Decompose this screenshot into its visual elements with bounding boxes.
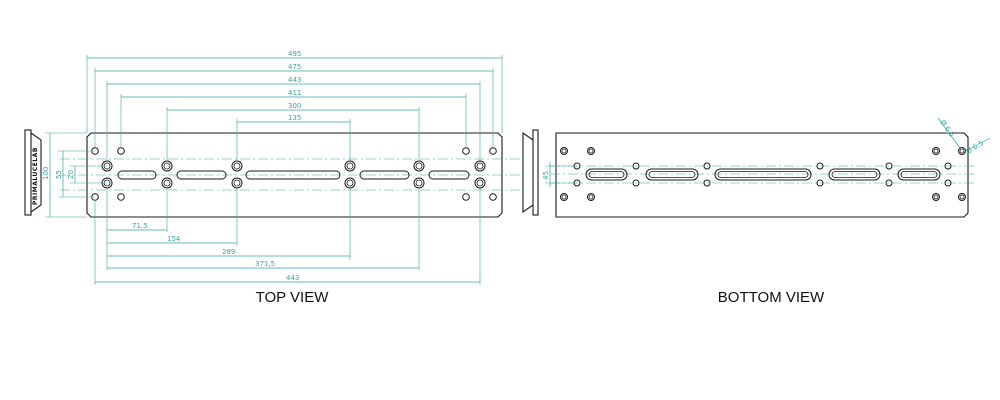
dim-443-upper: 443 — [288, 76, 301, 84]
dim-71-5: 71,5 — [132, 222, 148, 230]
top-center-lines — [60, 158, 520, 191]
dim-55: 55 — [55, 170, 63, 179]
dim-495: 495 — [288, 50, 301, 58]
brand-label: PRIMALUCELAB — [32, 147, 39, 205]
bottom-view: 45 Ø 6,5 Ø 6,5 BOTTOM VIEW — [522, 117, 991, 306]
dim-154: 154 — [167, 235, 181, 243]
top-plate-outline — [86, 132, 503, 218]
bottom-center-lines — [550, 165, 975, 184]
bottom-slots — [585, 168, 941, 181]
bottom-view-title: BOTTOM VIEW — [718, 289, 825, 306]
bottom-holes — [560, 147, 966, 201]
top-holes — [91, 147, 497, 201]
top-slots — [117, 170, 470, 180]
dim-135: 135 — [288, 114, 301, 122]
dim-20: 20 — [67, 170, 75, 179]
top-view-title: TOP VIEW — [256, 289, 330, 306]
dim-289: 289 — [222, 248, 235, 256]
dim-diameter-1: Ø 6,5 — [938, 119, 955, 139]
dim-411: 411 — [288, 89, 301, 97]
dim-475: 475 — [288, 63, 301, 71]
top-dimensions-upper: 495 475 443 411 300 135 — [86, 50, 503, 161]
dim-45: 45 — [542, 171, 550, 180]
bottom-dimension-vertical: 45 — [542, 162, 577, 187]
bottom-side-profile — [522, 129, 539, 216]
top-dimensions-lower: 71,5 154 289 371,5 443 — [94, 188, 481, 285]
top-side-profile: PRIMALUCELAB — [24, 129, 42, 216]
dim-443-lower: 443 — [286, 274, 299, 282]
dim-300: 300 — [288, 102, 301, 110]
dim-371-5: 371,5 — [255, 260, 275, 268]
top-view: PRIMALUCELAB — [24, 50, 520, 306]
bottom-plate-outline — [555, 132, 969, 218]
dim-100: 100 — [42, 167, 50, 180]
top-dimensions-vertical: 100 55 20 — [42, 132, 107, 218]
